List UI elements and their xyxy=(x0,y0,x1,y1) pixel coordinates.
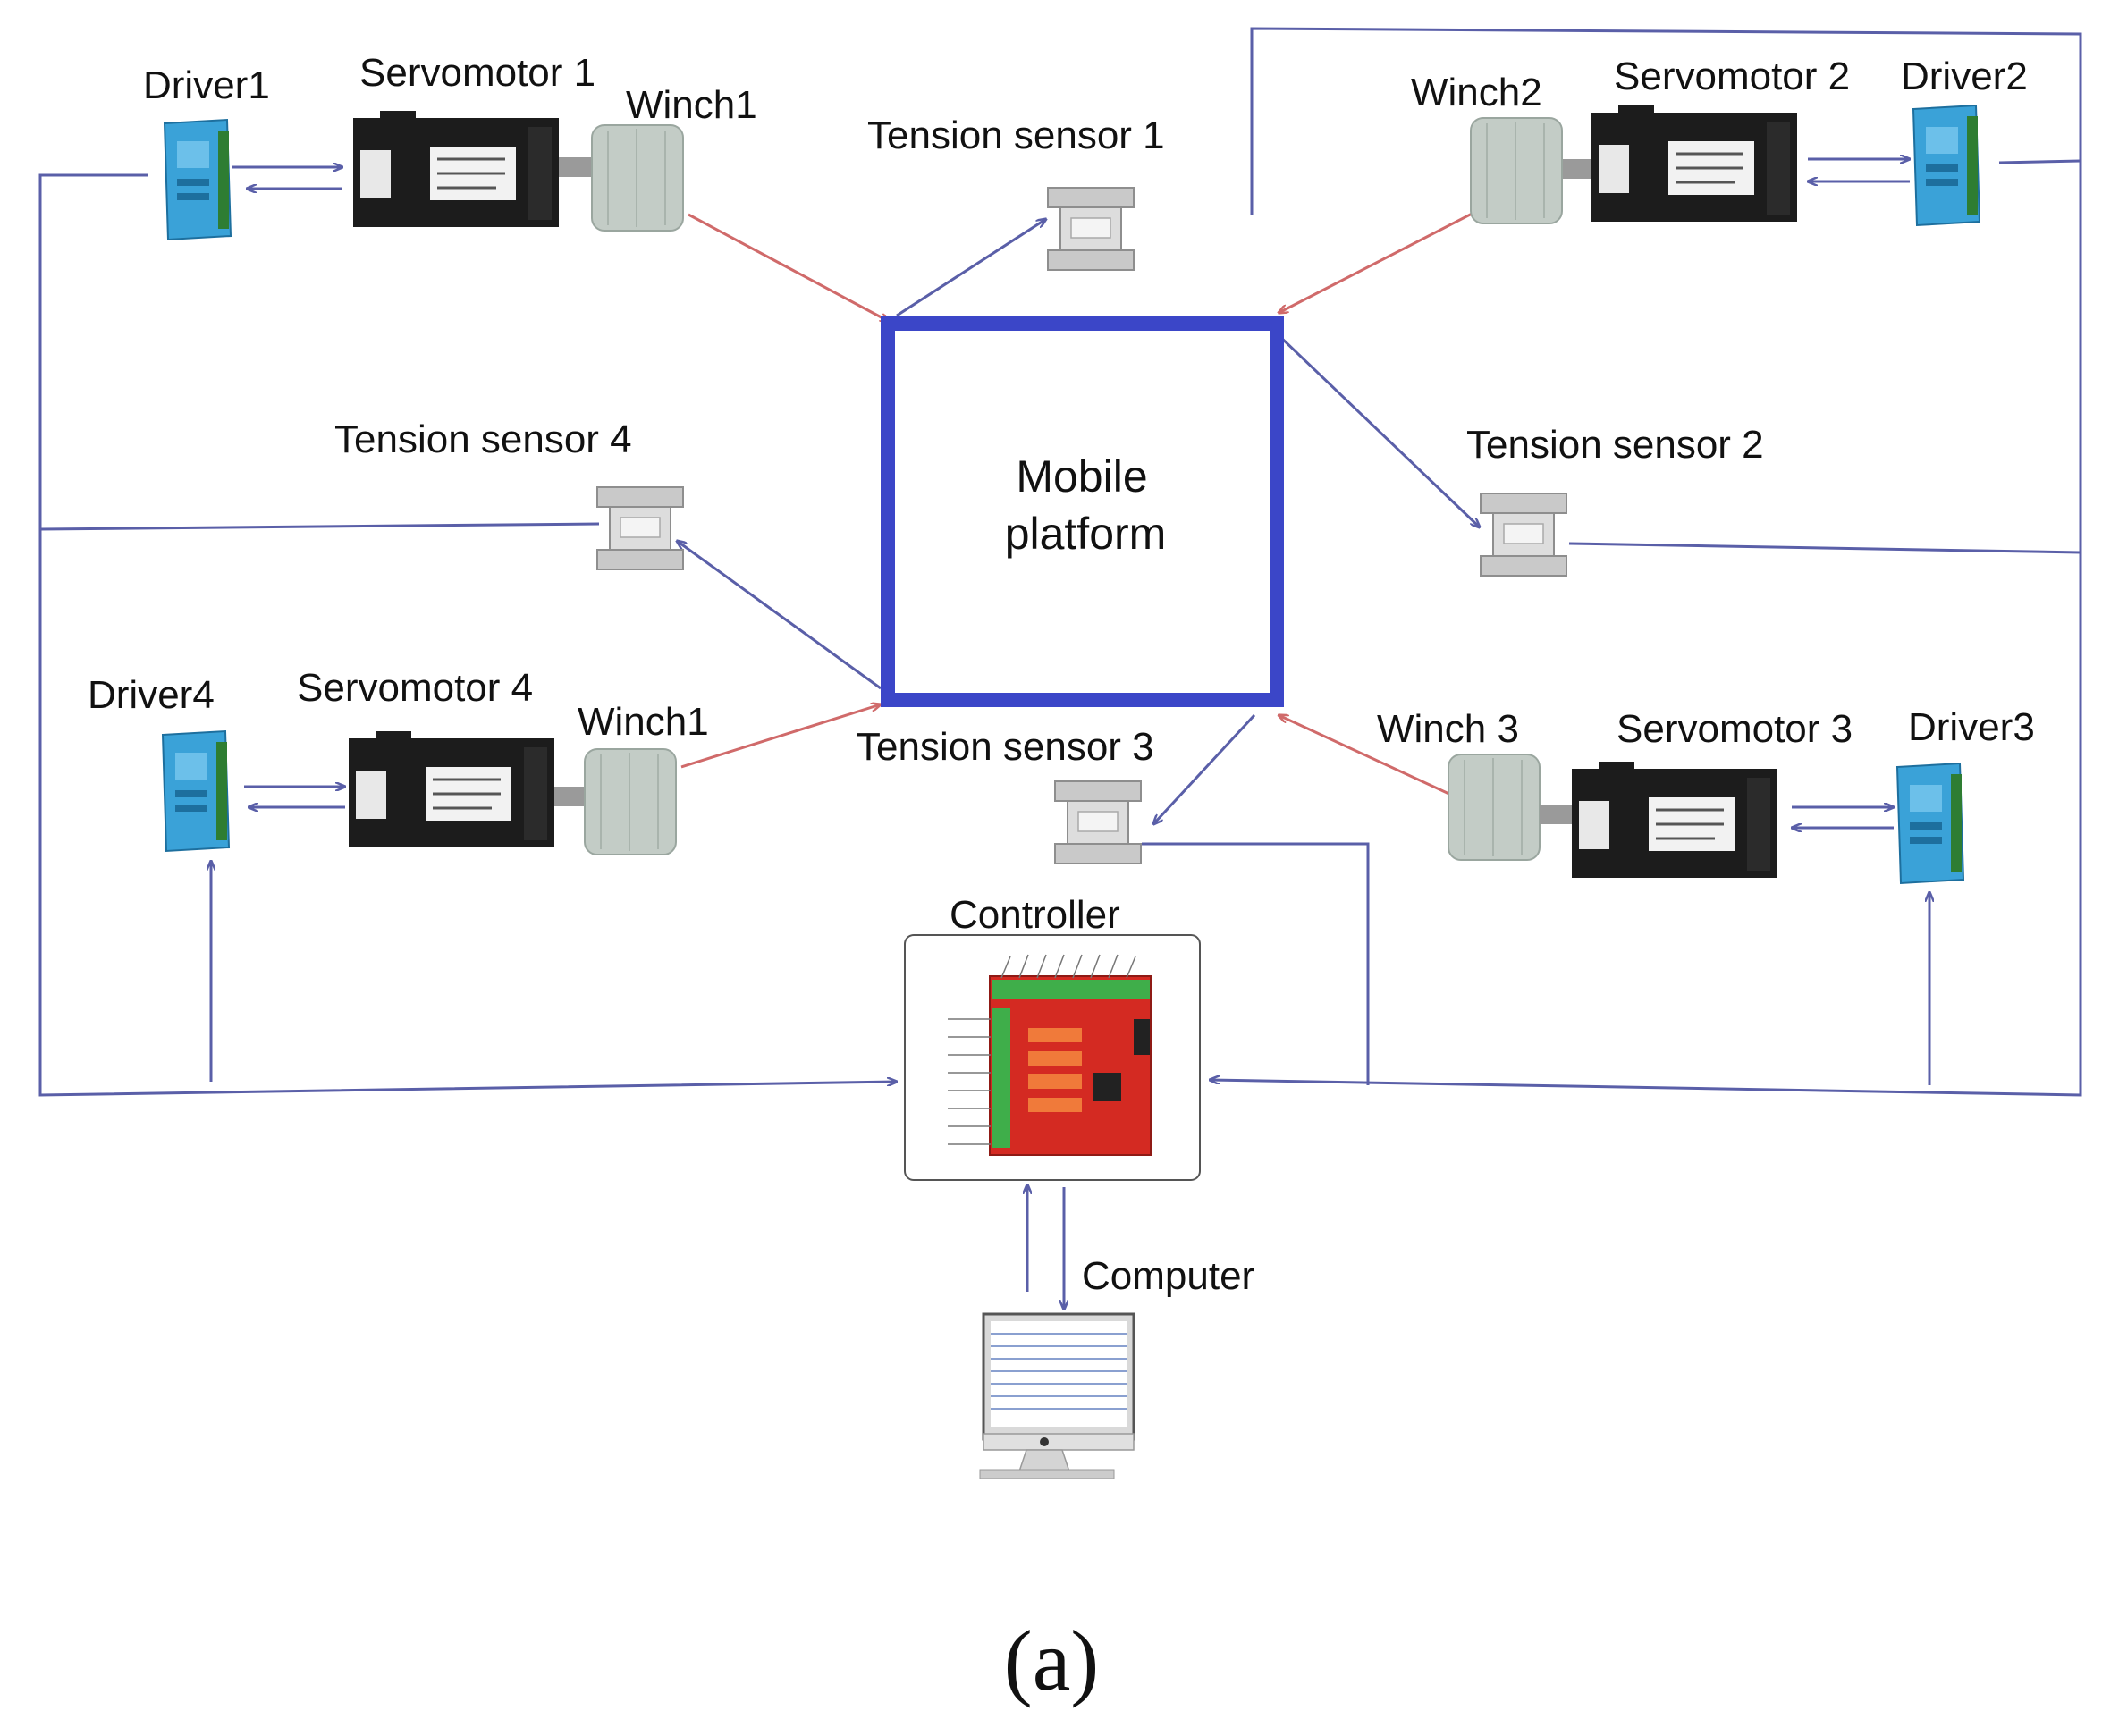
platform-label-line1: Mobile xyxy=(1016,451,1147,501)
computer xyxy=(979,1312,1135,1479)
tension-sensor3-label: Tension sensor 3 xyxy=(857,725,1154,769)
driver-1 xyxy=(164,119,232,240)
winch3-label: Winch 3 xyxy=(1377,707,1519,751)
servomotor1-label: Servomotor 1 xyxy=(359,51,595,95)
driver1-label: Driver1 xyxy=(143,63,270,107)
tension-sensor2-label: Tension sensor 2 xyxy=(1466,423,1764,467)
servomotor4-label: Servomotor 4 xyxy=(297,666,533,710)
servomotor3-label: Servomotor 3 xyxy=(1617,707,1853,751)
driver-4 xyxy=(162,730,230,852)
winch2-label: Winch2 xyxy=(1411,71,1542,114)
winch-2 xyxy=(1470,117,1563,224)
figure-caption: (a) xyxy=(1004,1613,1100,1708)
driver-2 xyxy=(1912,105,1980,226)
servomotor-3 xyxy=(1540,760,1779,880)
winch1-label: Winch1 xyxy=(626,83,757,127)
driver2-label: Driver2 xyxy=(1901,55,2028,98)
cables xyxy=(680,206,1485,797)
controller xyxy=(904,934,1201,1181)
computer-label: Computer xyxy=(1082,1254,1254,1298)
tension-sensor4-label: Tension sensor 4 xyxy=(334,417,632,461)
winch-3 xyxy=(1448,754,1541,861)
driver4-label: Driver4 xyxy=(88,673,215,717)
servomotor-2 xyxy=(1563,104,1799,223)
platform-label-line2: platform xyxy=(1005,509,1167,559)
tension-sensor-4 xyxy=(596,486,684,570)
winch-4 xyxy=(584,748,677,855)
signal-wires xyxy=(38,27,2082,1310)
servomotor2-label: Servomotor 2 xyxy=(1614,55,1850,98)
driver-3 xyxy=(1896,763,1964,884)
servomotor-1 xyxy=(351,109,593,229)
mobile-platform: Mobile platform xyxy=(881,316,1284,707)
tension-sensor-1 xyxy=(1047,187,1135,271)
winch-1 xyxy=(591,124,684,232)
driver3-label: Driver3 xyxy=(1908,705,2035,749)
controller-label: Controller xyxy=(950,893,1120,937)
winch4-label: Winch1 xyxy=(578,700,709,744)
tension-sensor-2 xyxy=(1480,493,1567,577)
tension-sensor-3 xyxy=(1054,780,1142,864)
tension-sensor1-label: Tension sensor 1 xyxy=(867,114,1165,157)
servomotor-4 xyxy=(347,729,587,849)
